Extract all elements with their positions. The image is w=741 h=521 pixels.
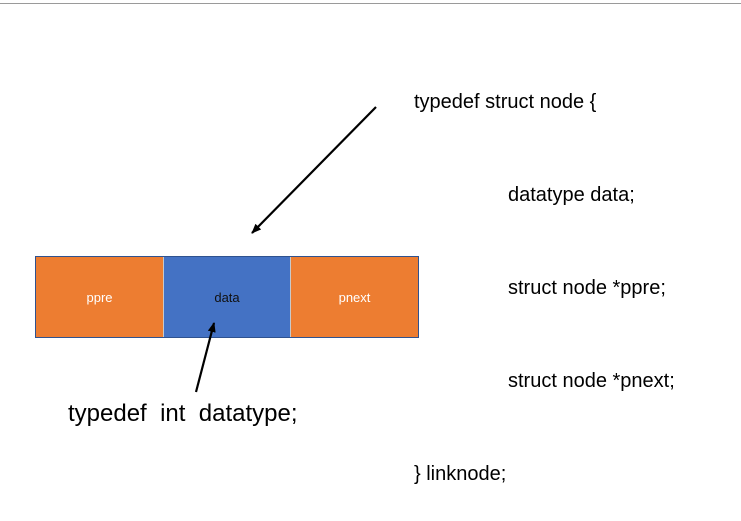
top-divider [0, 3, 741, 4]
struct-line-data-member: datatype data; [508, 184, 635, 206]
struct-line-open: typedef struct node { [414, 91, 597, 113]
datatype-to-data-arrow [194, 322, 216, 393]
struct-line-close: } linknode; [414, 463, 507, 485]
struct-line-ppre-member: struct node *ppre; [508, 277, 666, 299]
linked-list-node: ppre data pnext [35, 256, 419, 338]
node-field-ppre: ppre [36, 257, 164, 337]
node-field-ppre-label: ppre [86, 289, 113, 305]
node-field-pnext: pnext [291, 257, 418, 337]
datatype-definition-code: typedef int datatype; [68, 400, 298, 427]
struct-line-pnext-member: struct node *pnext; [508, 370, 675, 392]
node-field-data: data [164, 257, 291, 337]
struct-to-node-arrow [251, 106, 377, 234]
node-field-data-label: data [214, 289, 240, 305]
node-field-pnext-label: pnext [338, 289, 371, 305]
arrow-layer [194, 106, 377, 393]
